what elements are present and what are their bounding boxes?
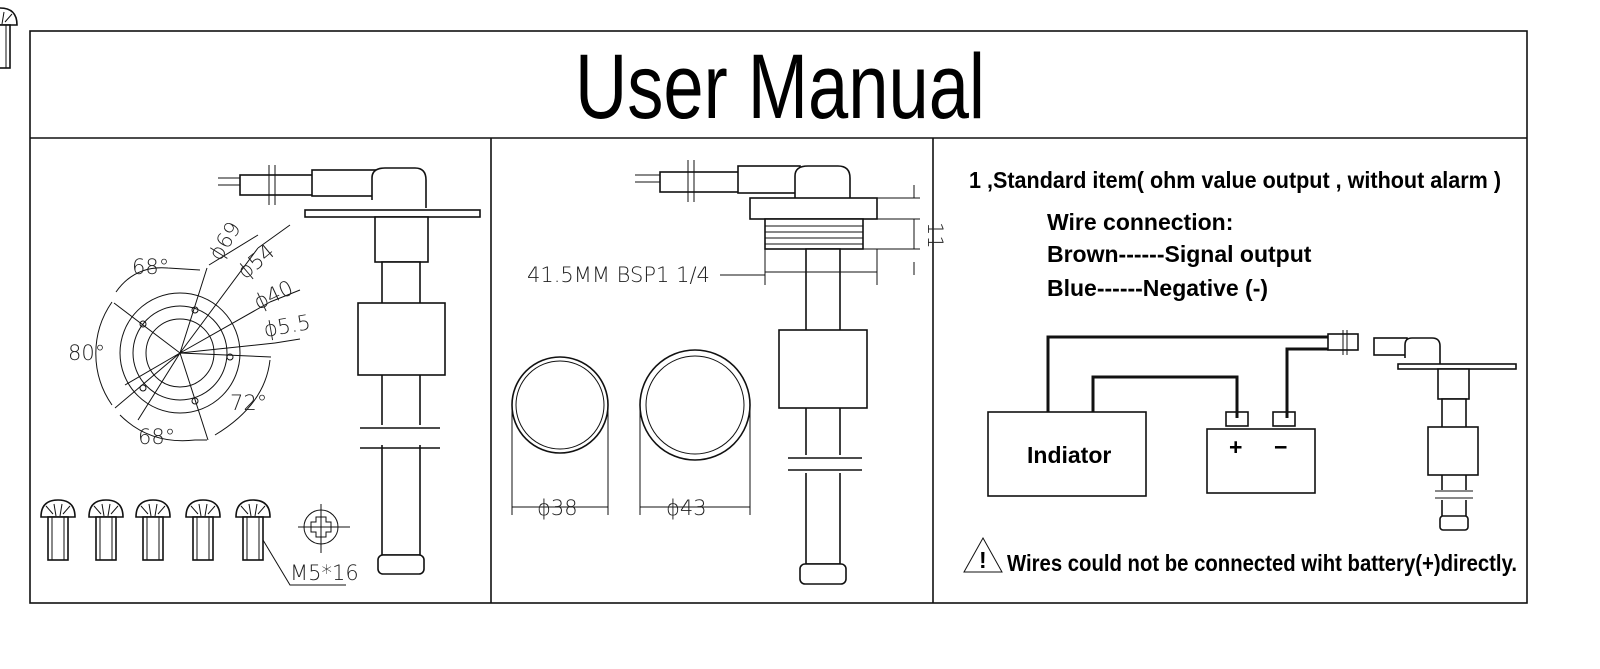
angle-label-left: 80° [68,341,105,365]
warning-text: Wires could not be connected wiht batter… [1007,550,1517,576]
float-diameter-38: ϕ38 [537,496,578,520]
standard-item-heading: 1 ,Standard item( ohm value output , wit… [969,167,1501,193]
wiring-instructions: 1 ,Standard item( ohm value output , wit… [969,167,1501,301]
diameter-label-5-5: ϕ5.5 [262,310,313,342]
wire-connection-title: Wire connection: [1047,209,1233,235]
wire-brown: Brown------Signal output [1047,241,1312,267]
wiring-diagram: Indiator + − [987,330,1517,531]
indicator-box [987,411,1147,497]
warning-symbol: ! [979,547,987,573]
diameter-label-40: ϕ40 [250,276,297,315]
outer-frame [29,30,1528,604]
sensor-side-view-2: 11 41.5MM BSP1 1/4 [527,160,947,585]
warning-triangle-icon [963,536,1003,573]
screw-size-label: M5*16 [290,561,359,585]
diameter-label-69: ϕ69 [204,218,246,265]
page-title: User Manual [575,36,985,138]
angle-label-bottom: 68° [138,425,175,449]
wire-blue: Blue------Negative (-) [1047,275,1268,301]
float-cross-sections: ϕ38 ϕ43 [511,349,751,520]
indicator-label: Indiator [1027,442,1111,468]
screws: M5*16 [0,7,359,586]
flange-height-label: 11 [923,222,947,249]
battery-plus: + [1229,434,1242,460]
sensor-side-view-1 [218,165,481,575]
mounting-hole-pattern: 68° 80° 68° 72° ϕ69 ϕ54 ϕ40 ϕ5.5 [68,218,312,449]
warning-note: ! Wires could not be connected wiht batt… [963,536,1517,576]
angle-label-top: 68° [132,255,169,279]
battery-minus: − [1274,434,1287,460]
sensor-small [1327,330,1517,531]
thread-size-label: 41.5MM BSP1 1/4 [527,263,710,287]
battery-icon: + − [1206,411,1316,494]
float-diameter-43: ϕ43 [666,496,707,520]
angle-label-right: 72° [230,391,267,415]
